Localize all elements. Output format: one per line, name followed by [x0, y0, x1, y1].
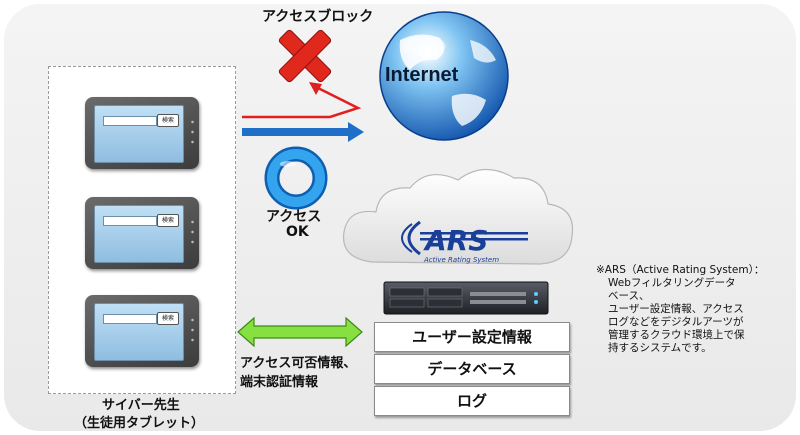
- stack-item-database: データベース: [374, 354, 570, 384]
- tablet-buttons: [191, 315, 194, 345]
- access-info-label-line1: アクセス可否情報、: [240, 356, 357, 371]
- server-icon: [383, 281, 549, 315]
- ok-ring-icon: [264, 146, 328, 210]
- tablet-icon: 検索: [85, 295, 199, 367]
- tablet-buttons: [191, 217, 194, 247]
- search-button: 検索: [157, 114, 179, 127]
- device-label-line2: （生徒用タブレット）: [74, 416, 205, 431]
- note-line: ログなどをデジタルアーツが: [608, 316, 744, 328]
- tablet-icon: 検索: [85, 197, 199, 269]
- search-box: [103, 216, 157, 226]
- sync-arrow: [237, 316, 363, 348]
- search-button: 検索: [157, 214, 179, 227]
- search-button: 検索: [157, 312, 179, 325]
- access-arrow: [242, 122, 364, 142]
- note-line: ユーザー設定情報、アクセス: [608, 303, 744, 315]
- access-ok-label-line2: OK: [286, 224, 309, 240]
- search-box: [103, 314, 157, 324]
- access-block-label: アクセスブロック: [262, 9, 374, 25]
- ars-logo-text: ARS: [423, 224, 488, 257]
- tablet-icon: 検索: [85, 97, 199, 169]
- note-line: Webフィルタリングデータ: [608, 277, 736, 289]
- tablet-screen: 検索: [94, 303, 184, 361]
- ars-note: ※ARS（Active Rating System）： Webフィルタリングデー…: [596, 264, 764, 355]
- access-info-label-line2: 端末認証情報: [240, 375, 319, 390]
- tablet-buttons: [191, 117, 194, 147]
- note-line: ベース、: [608, 290, 650, 302]
- search-box: [103, 116, 157, 126]
- access-ok-label-line1: アクセス: [266, 209, 322, 225]
- tablet-screen: 検索: [94, 105, 184, 163]
- note-line: ※ARS（Active Rating System）：: [596, 264, 765, 276]
- device-label-line1: サイバー先生: [102, 398, 180, 413]
- globe-icon: [379, 11, 509, 141]
- cross-icon: [278, 29, 332, 83]
- block-arrow: [242, 82, 362, 119]
- stack-item-log: ログ: [374, 386, 570, 416]
- internet-label: Internet: [385, 64, 459, 86]
- ars-logo: ARS Active Rating System: [401, 220, 528, 264]
- note-line: 管理するクラウド環境上で保: [608, 329, 745, 341]
- note-line: 持するシステムです。: [608, 342, 712, 354]
- tablet-screen: 検索: [94, 205, 184, 263]
- tablet-group-frame: 検索 検索 検索: [48, 66, 236, 394]
- stack-item-user-settings: ユーザー設定情報: [374, 322, 570, 352]
- ars-logo-subtitle: Active Rating System: [423, 256, 499, 264]
